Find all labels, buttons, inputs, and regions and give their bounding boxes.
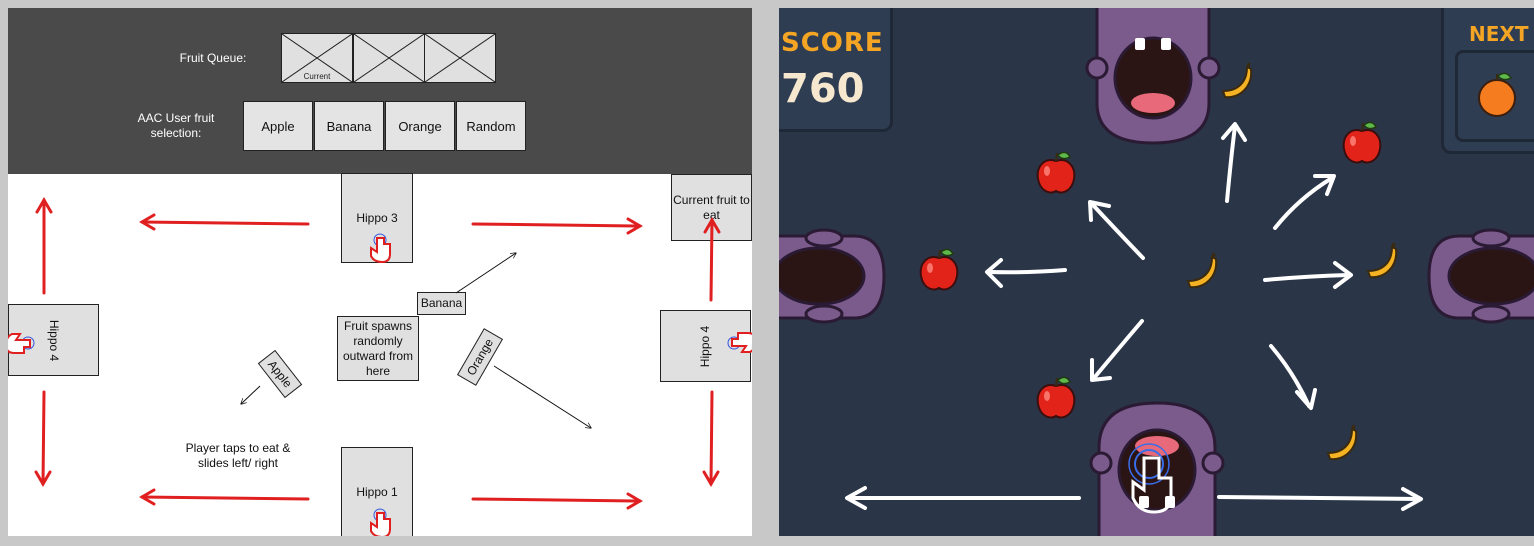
- queue-current-label: Current: [303, 72, 331, 81]
- banana-label: Banana: [420, 296, 463, 310]
- hippo-1-box[interactable]: Hippo 1: [341, 447, 413, 536]
- slide-arrow-left-down: [34, 390, 52, 487]
- queue-slot-3: [424, 33, 496, 83]
- apple-box: Apple: [257, 349, 303, 399]
- banana-icon: [1326, 423, 1358, 461]
- wireframe-header: Fruit Queue: Current AAC User fruit sele…: [8, 8, 752, 174]
- chalk-arrow-up-right: [1273, 174, 1336, 230]
- hippo-top: [1085, 8, 1221, 145]
- apple-icon: [919, 248, 959, 291]
- select-orange-button[interactable]: Orange: [385, 101, 455, 151]
- hippo-1-label: Hippo 1: [356, 485, 398, 499]
- next-label: NEXT: [1469, 22, 1529, 46]
- orange-label: Orange: [463, 335, 496, 378]
- apple-label: Apple: [265, 357, 296, 391]
- chalk-arrow-left: [985, 258, 1067, 288]
- slide-arrow-top-left: [139, 213, 310, 231]
- hippo-right-label: Hippo 4: [698, 325, 712, 367]
- game-panel: SCORE 760 NEXT: [779, 8, 1534, 536]
- hippo-right: [1427, 228, 1534, 324]
- spawn-arrow-down-right: [493, 365, 591, 428]
- apple-icon: [1036, 376, 1076, 419]
- slide-arrow-top-right: [471, 217, 643, 235]
- slide-arrow-bottom-left: [139, 488, 310, 506]
- spawn-arrow-down-left: [241, 385, 261, 404]
- player-instruction: Player taps to eat & slides left/ right: [185, 441, 291, 470]
- banana-icon: [1221, 61, 1253, 99]
- slide-arrow-right-down: [702, 390, 720, 487]
- hippo-left-label: Hippo 4: [47, 319, 61, 361]
- hippo-3-label: Hippo 3: [356, 210, 398, 225]
- select-apple-button[interactable]: Apple: [243, 101, 313, 151]
- aac-selection-label: AAC User fruit selection:: [137, 111, 215, 140]
- banana-icon: [1186, 251, 1218, 289]
- select-banana-button[interactable]: Banana: [314, 101, 384, 151]
- chalk-arrow-slide-right: [1217, 487, 1423, 511]
- select-random-button[interactable]: Random: [456, 101, 526, 151]
- hippo-right-box[interactable]: Hippo 4: [660, 310, 751, 382]
- placeholder-cross-icon: [354, 34, 424, 82]
- hippo-left-box[interactable]: Hippo 4: [8, 304, 99, 376]
- chalk-arrow-up-left: [1088, 200, 1145, 260]
- placeholder-cross-icon: [282, 34, 352, 82]
- spawn-point-box: Fruit spawns randomly outward from here: [337, 316, 419, 381]
- slide-arrow-bottom-right: [471, 492, 643, 510]
- current-fruit-label: Current fruit to eat: [673, 192, 750, 222]
- hippo-3-box[interactable]: Hippo 3: [341, 173, 413, 263]
- current-fruit-box: Current fruit to eat: [671, 174, 752, 241]
- tap-hand-icon: [1128, 443, 1173, 514]
- next-fruit-slot: [1455, 50, 1534, 142]
- queue-slot-current: Current: [281, 33, 353, 83]
- score-box: [779, 8, 893, 132]
- spawn-arrow-up-right: [455, 253, 516, 294]
- wireframe-panel: Fruit Queue: Current AAC User fruit sele…: [8, 8, 752, 536]
- queue-slot-2: [353, 33, 425, 83]
- chalk-arrow-down-left: [1090, 319, 1144, 382]
- hippo-bottom: [1089, 401, 1225, 536]
- chalk-arrow-down-right: [1269, 344, 1317, 410]
- fruit-queue-label: Fruit Queue:: [179, 51, 247, 65]
- chalk-arrow-up: [1221, 122, 1247, 203]
- banana-icon: [1366, 241, 1398, 279]
- spawn-text: Fruit spawns randomly outward from here: [342, 318, 414, 378]
- apple-icon: [1342, 121, 1382, 164]
- orange-box: Orange: [456, 328, 504, 386]
- placeholder-cross-icon: [425, 34, 495, 82]
- apple-icon: [1036, 151, 1076, 194]
- banana-box: Banana: [417, 292, 466, 315]
- score-value: 760: [781, 66, 865, 112]
- chalk-arrow-right: [1263, 261, 1353, 289]
- chalk-arrow-slide-left: [845, 486, 1081, 510]
- score-label: SCORE: [781, 28, 884, 58]
- slide-arrow-left-up: [35, 197, 53, 295]
- hippo-left: [779, 228, 886, 324]
